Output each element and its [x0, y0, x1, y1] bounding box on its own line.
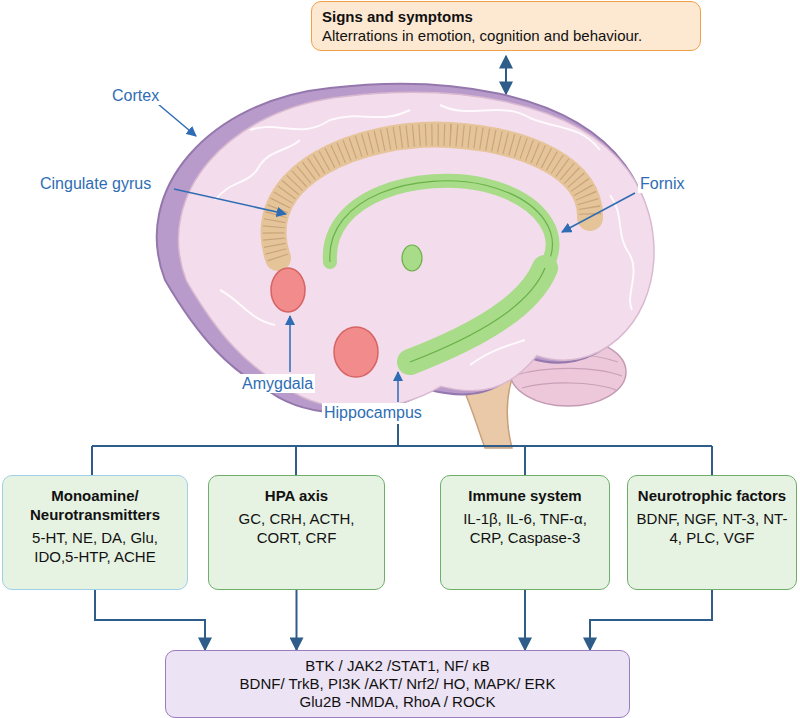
- connector-arrow: [296, 590, 298, 650]
- box-text: BDNF/ TrkB, PI3K /AKT/ Nrf2/ HO, MAPK/ E…: [174, 675, 621, 693]
- amygdala: [334, 327, 378, 377]
- structure-label: Fornix: [638, 174, 686, 193]
- hippocampus-outline: [410, 268, 545, 362]
- box-text: BDNF, NGF, NT-3, NT-4, PLC, VGF: [636, 509, 788, 547]
- box-text: Glu2B -NMDA, RhoA / ROCK: [174, 693, 621, 711]
- pathway-box: BTK / JAK2 /STAT1, NF/ κBBDNF/ TrkB, PI3…: [165, 650, 630, 718]
- mammillary-body: [402, 245, 422, 271]
- box-heading: Immune system: [449, 486, 601, 505]
- factor-box: Neurotrophic factorsBDNF, NGF, NT-3, NT-…: [627, 475, 797, 590]
- box-heading: Signs and symptoms: [322, 7, 690, 26]
- connector-arrow: [95, 590, 205, 650]
- factor-box: Monoamine/ Neurotransmitters 5-HT, NE, DA…: [2, 475, 188, 590]
- bracket: [92, 424, 712, 475]
- symptom-box: Signs and symptomsAlterrations in emotio…: [311, 1, 701, 51]
- box-heading: Neurotrophic factors: [636, 486, 788, 505]
- factor-box: HPA axisGC, CRH, ACTH, CORT, CRF: [208, 475, 385, 590]
- box-text: IL-1β, IL-6, TNF-α, CRP, Caspase-3: [449, 509, 601, 547]
- factor-box: Immune systemIL-1β, IL-6, TNF-α, CRP, Ca…: [440, 475, 610, 590]
- connector-arrow: [524, 590, 526, 650]
- structure-label: Amygdala: [240, 374, 315, 393]
- structure-label: Hippocampus: [322, 403, 424, 422]
- box-text: Alterrations in emotion, cognition and b…: [322, 26, 690, 45]
- cingulate-gyrus: [274, 135, 590, 258]
- cingulate-stripes: [274, 135, 590, 258]
- gyri: [215, 105, 634, 365]
- box-heading: Monoamine/ Neurotransmitters: [11, 486, 179, 524]
- fornix: [330, 181, 553, 268]
- leader-lines: [158, 104, 635, 402]
- box-heading: HPA axis: [217, 486, 376, 505]
- fornix-outline: [330, 181, 553, 268]
- box-text: GC, CRH, ACTH, CORT, CRF: [217, 509, 376, 547]
- connector-arrow: [590, 590, 712, 650]
- structure-label: Cortex: [110, 86, 161, 105]
- hippocampus: [410, 268, 545, 362]
- structure-label: Cingulate gyrus: [38, 174, 153, 193]
- cortex-inner: [178, 92, 654, 408]
- box-text: 5-HT, NE, DA, Glu, IDO,5-HTP, ACHE: [11, 528, 179, 566]
- amygdala: [271, 268, 305, 312]
- double-arrow: [505, 56, 507, 94]
- box-text: BTK / JAK2 /STAT1, NF/ κB: [174, 657, 621, 675]
